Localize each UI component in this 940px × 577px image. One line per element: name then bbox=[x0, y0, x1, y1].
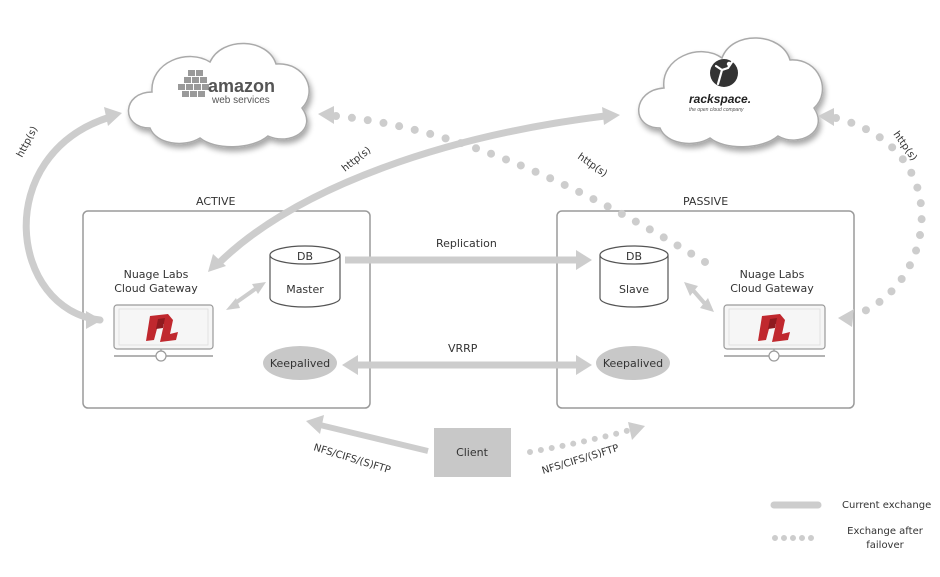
nuage-logo-icon bbox=[146, 314, 178, 342]
db-master-role: Master bbox=[286, 283, 324, 296]
http-dotted-from-amazon bbox=[318, 106, 714, 269]
rackspace-tagline: the open cloud company bbox=[689, 107, 744, 113]
http-arrow-to-rackspace bbox=[208, 107, 620, 272]
http-label-left: http(s) bbox=[15, 125, 41, 160]
keepalived-passive-node bbox=[596, 346, 670, 380]
http-arrow-left bbox=[22, 107, 122, 329]
db-slave-label: DB bbox=[626, 250, 642, 263]
passive-gateway-name-line2: Cloud Gateway bbox=[730, 282, 814, 295]
nuage-logo-icon bbox=[758, 314, 790, 342]
amazon-logo-text: amazon bbox=[208, 76, 275, 96]
nfs-label-left: NFS/CIFS/(S)FTP bbox=[312, 442, 392, 476]
legend-failover-label-line1: Exchange after bbox=[847, 526, 924, 537]
vrrp-arrow bbox=[342, 355, 592, 375]
gateway-db-arrow-passive bbox=[684, 282, 714, 312]
db-master-cylinder bbox=[269, 245, 341, 308]
vrrp-label: VRRP bbox=[448, 342, 478, 355]
active-gateway-name-line2: Cloud Gateway bbox=[114, 282, 198, 295]
amazon-cloud bbox=[127, 42, 310, 148]
http-dotted-right bbox=[818, 108, 926, 327]
keepalived-active-label: Keepalived bbox=[270, 357, 330, 370]
active-gateway-name-line1: Nuage Labs bbox=[124, 268, 189, 281]
gateway-db-arrow-active bbox=[226, 282, 266, 310]
db-master-label: DB bbox=[297, 250, 313, 263]
nfs-dotted-arrow-right bbox=[527, 422, 645, 455]
client-label: Client bbox=[456, 446, 489, 459]
passive-site-box bbox=[556, 210, 855, 409]
active-site-box bbox=[82, 210, 371, 409]
rackspace-logo-text: rackspace. bbox=[689, 92, 751, 106]
nfs-arrow-left bbox=[306, 415, 429, 454]
legend-current-label: Current exchange bbox=[842, 500, 931, 511]
db-slave-cylinder bbox=[599, 245, 669, 308]
replication-arrow bbox=[345, 250, 592, 270]
http-label-mid2: http(s) bbox=[575, 151, 609, 179]
passive-label: PASSIVE bbox=[683, 195, 728, 208]
client-box bbox=[434, 428, 511, 477]
rackspace-figure-icon bbox=[710, 59, 738, 87]
legend-failover-label-line2: failover bbox=[866, 540, 904, 551]
db-slave-role: Slave bbox=[619, 283, 649, 296]
aws-logo-subtext: web services bbox=[211, 95, 270, 106]
replication-label: Replication bbox=[436, 237, 497, 250]
keepalived-passive-label: Keepalived bbox=[603, 357, 663, 370]
active-label: ACTIVE bbox=[196, 195, 236, 208]
passive-gateway-name-line1: Nuage Labs bbox=[740, 268, 805, 281]
keepalived-active-node bbox=[263, 346, 337, 380]
rackspace-cloud bbox=[637, 37, 824, 148]
aws-cubes-icon bbox=[178, 70, 209, 97]
